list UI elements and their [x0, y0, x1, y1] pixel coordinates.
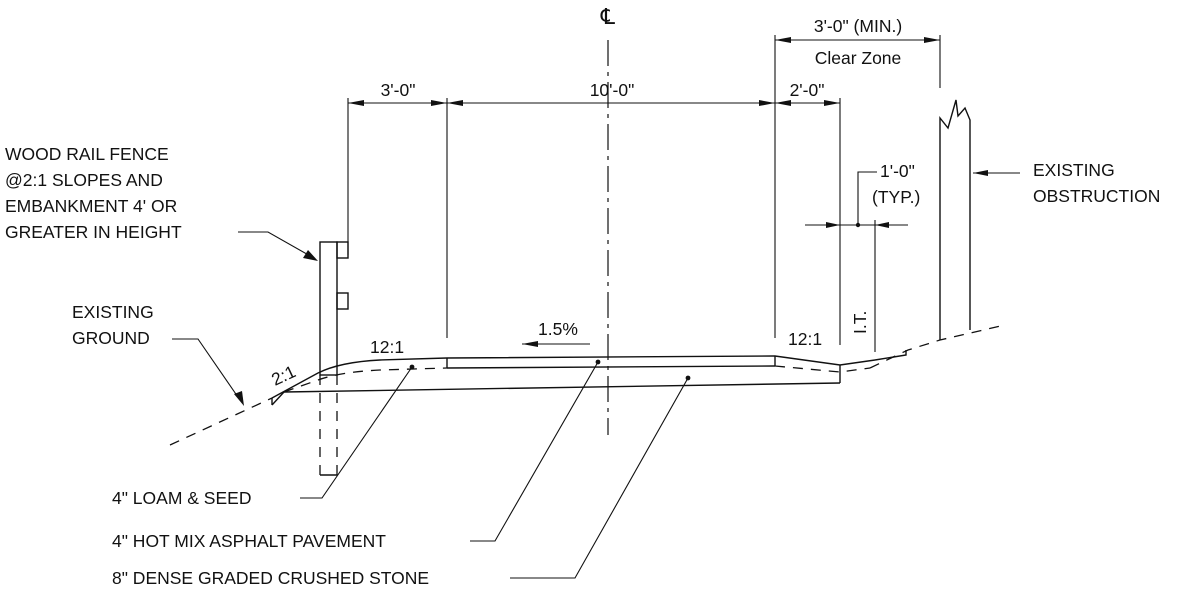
clear-zone-min-label: 3'-0" (MIN.): [814, 16, 902, 36]
one-foot-label: 1'-0": [880, 161, 915, 181]
one-foot-dimension: 1'-0" (TYP.) I.T.: [805, 161, 920, 334]
right-shoulder-width-label: 2'-0": [790, 80, 825, 100]
clear-zone-label: Clear Zone: [815, 48, 902, 68]
obstruction-label-line2: OBSTRUCTION: [1033, 186, 1160, 206]
obstruction-label-line1: EXISTING: [1033, 160, 1115, 180]
right-slope-label: 12:1: [788, 329, 822, 349]
typ-label: (TYP.): [872, 187, 920, 207]
asphalt-label: 4" HOT MIX ASPHALT PAVEMENT: [112, 531, 386, 551]
slope-labels: 2:1 12:1 12:1 1.5%: [268, 319, 822, 390]
fence-note-line3: EMBANKMENT 4' OR: [5, 196, 177, 216]
asphalt-callout: 4" HOT MIX ASPHALT PAVEMENT: [112, 359, 601, 551]
clear-zone-dimension: 3'-0" (MIN.) Clear Zone: [775, 16, 940, 68]
loam-callout: 4" LOAM & SEED: [112, 364, 415, 508]
ground-label-line1: EXISTING: [72, 302, 154, 322]
centerline-symbol: ℄: [600, 4, 616, 29]
fence-note: WOOD RAIL FENCE @2:1 SLOPES AND EMBANKME…: [5, 144, 318, 261]
stone-callout: 8" DENSE GRADED CRUSHED STONE: [112, 375, 691, 588]
loam-seed-layer: [283, 365, 871, 393]
travel-way-width-label: 10'-0": [590, 80, 635, 100]
path-width-dimensions: 3'-0" 10'-0" 2'-0": [348, 80, 840, 106]
extension-lines: [347, 35, 941, 352]
stone-label: 8" DENSE GRADED CRUSHED STONE: [112, 568, 429, 588]
existing-obstruction-leader: EXISTING OBSTRUCTION: [973, 160, 1160, 206]
finished-surface: [271, 350, 907, 406]
it-label: I.T.: [850, 311, 870, 334]
fence-note-line4: GREATER IN HEIGHT: [5, 222, 182, 242]
left-slope-label: 12:1: [370, 337, 404, 357]
existing-ground-note: EXISTING GROUND: [72, 302, 244, 406]
left-shoulder-width-label: 3'-0": [381, 80, 416, 100]
centerline: ℄: [600, 4, 616, 435]
fence-note-line2: @2:1 SLOPES AND: [5, 170, 163, 190]
cross-slope-label: 1.5%: [538, 319, 578, 339]
fence-note-line1: WOOD RAIL FENCE: [5, 144, 169, 164]
ground-label-line2: GROUND: [72, 328, 150, 348]
existing-ground-line: [169, 324, 1006, 446]
loam-label: 4" LOAM & SEED: [112, 488, 251, 508]
wood-rail-fence: [319, 241, 349, 476]
existing-obstruction: [939, 99, 971, 340]
